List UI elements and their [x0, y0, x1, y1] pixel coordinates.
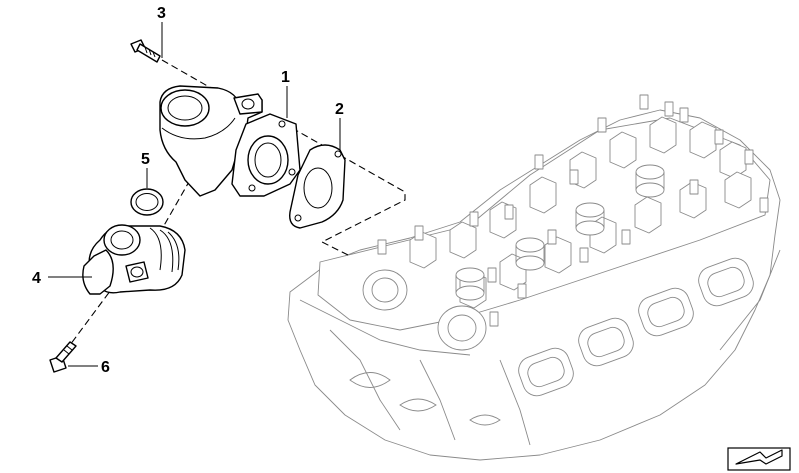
cam-journals: [362, 269, 487, 351]
part-5-o-ring[interactable]: [130, 188, 164, 216]
part-4-connection-pipe[interactable]: [82, 224, 186, 295]
callout-labels: 3 1 2 5 4 6: [32, 5, 344, 376]
folded-arrow-icon: [727, 447, 791, 471]
part-6-bolt[interactable]: [49, 341, 77, 373]
valve-bores: [455, 164, 665, 301]
callout-6: 6: [101, 359, 110, 376]
head-bolts: [377, 94, 769, 327]
part-1-thermostat-housing[interactable]: [159, 85, 301, 197]
leader-lines: [48, 22, 341, 367]
callout-2: 2: [335, 101, 344, 118]
callout-3: 3: [157, 5, 166, 22]
callout-5: 5: [141, 151, 150, 168]
cylinder-head-illustration: [287, 94, 781, 461]
part-3-bolt[interactable]: [130, 39, 161, 63]
port-openings: [518, 257, 754, 397]
part-2-gasket[interactable]: [289, 144, 346, 229]
callout-4: 4: [32, 270, 41, 287]
callout-1: 1: [281, 69, 290, 86]
